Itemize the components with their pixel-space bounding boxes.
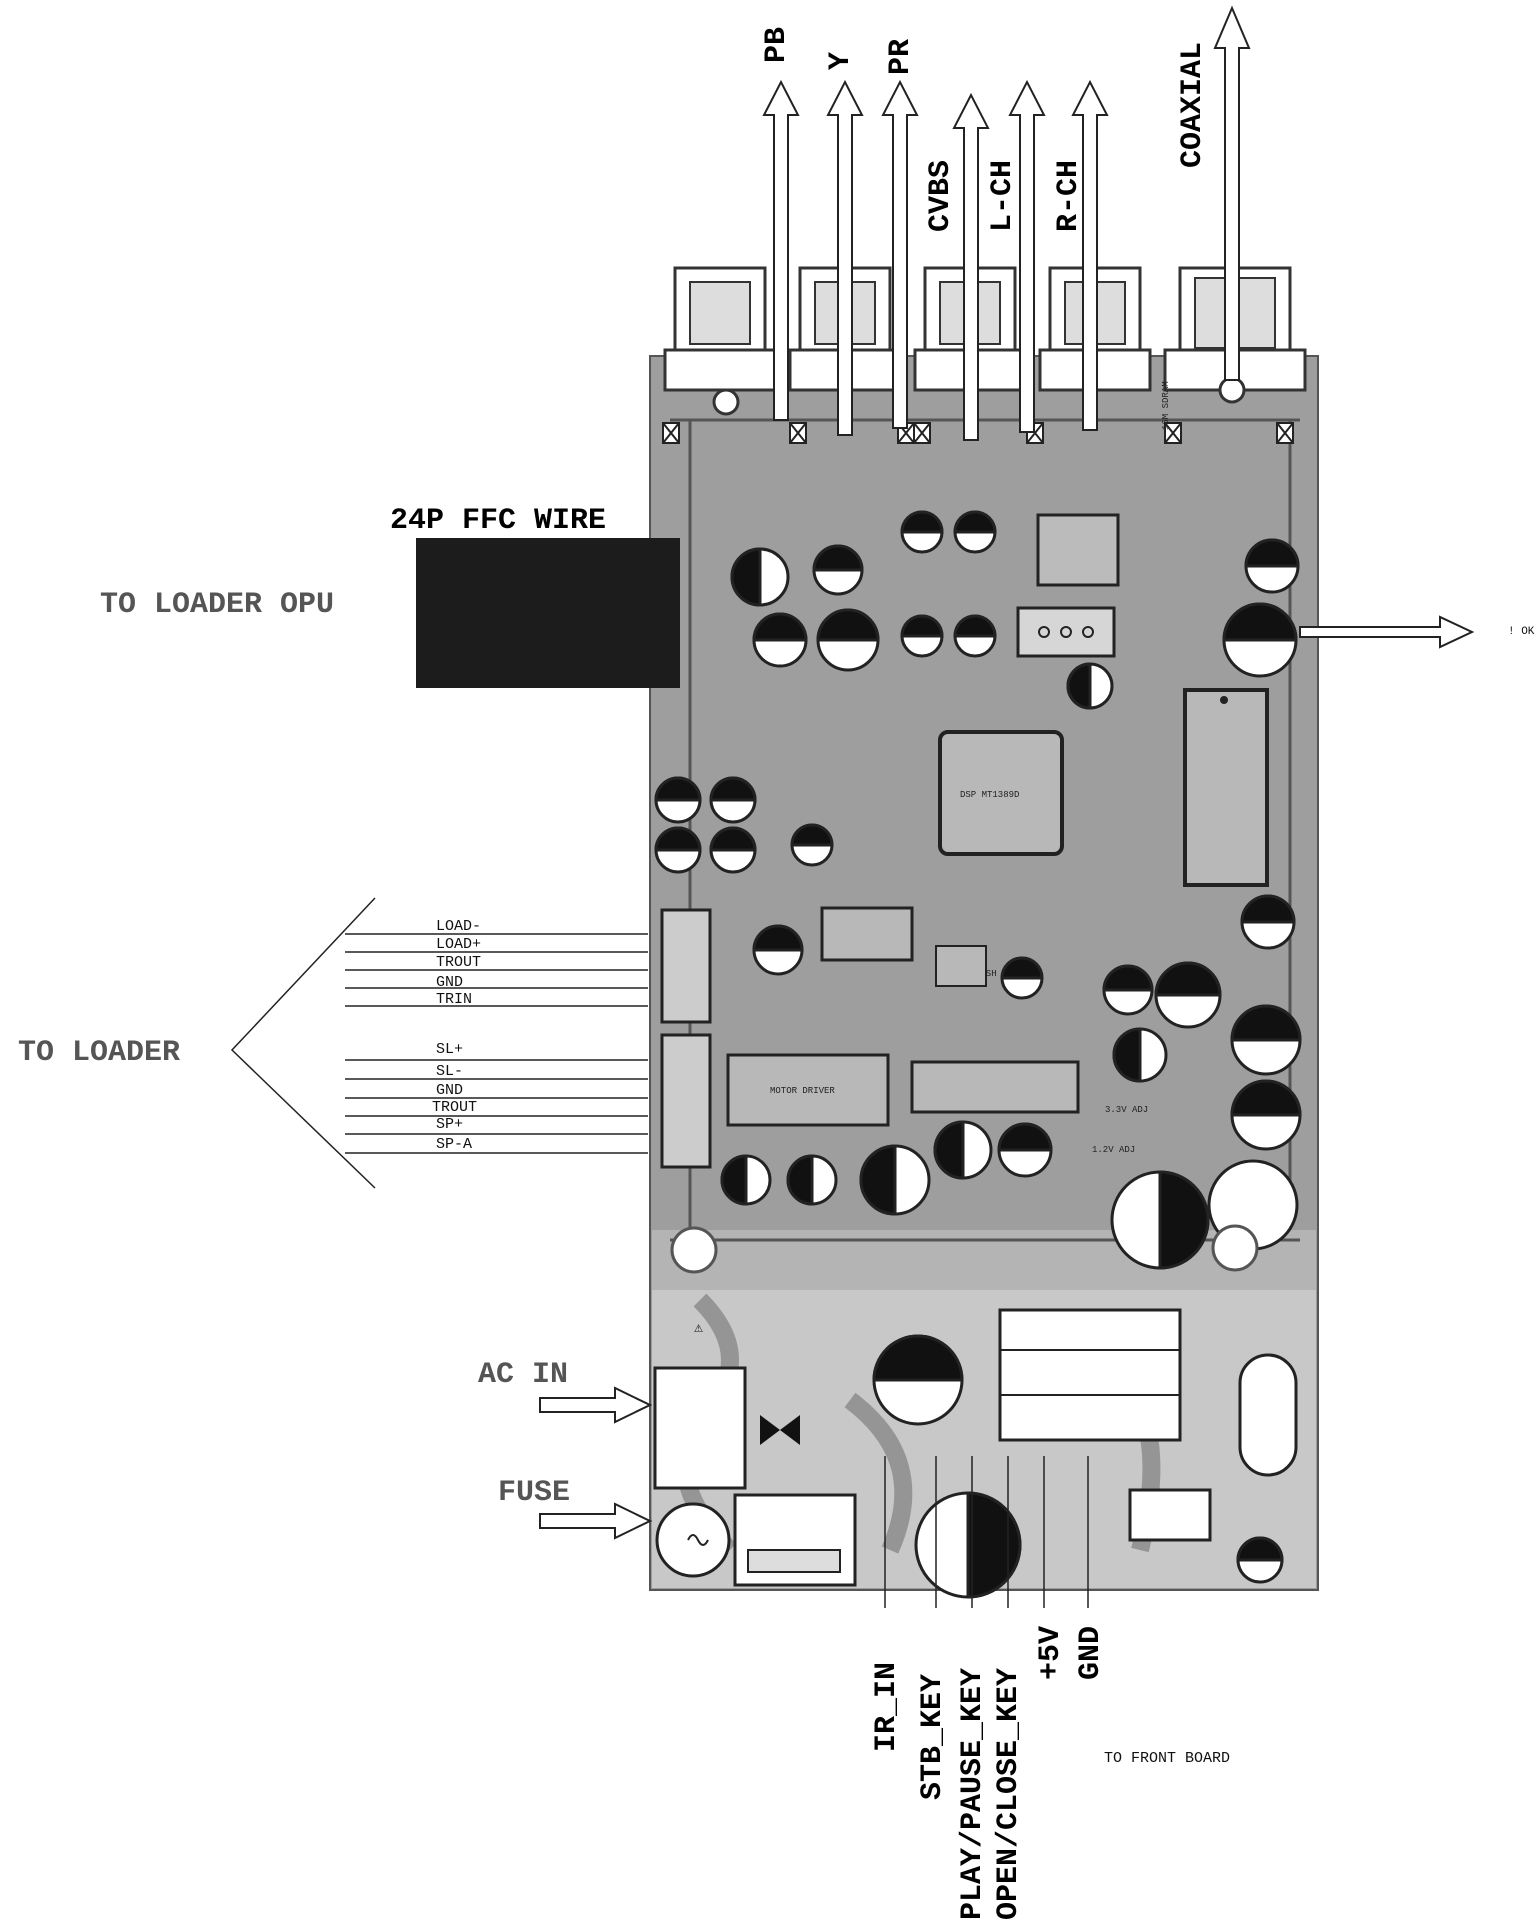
loader-wires bbox=[230, 897, 648, 1189]
label-coaxial: COAXIAL bbox=[1176, 42, 1210, 168]
fuse-label: FUSE bbox=[498, 1476, 570, 1510]
loader-pin-labels-group1: LOAD- LOAD+ TROUT GND TRIN bbox=[436, 918, 481, 1008]
pin-gnd-front: GND bbox=[1074, 1626, 1108, 1680]
pin-stb-key: STB_KEY bbox=[916, 1674, 950, 1800]
ac-in-arrow bbox=[539, 1386, 653, 1424]
pin-sp-plus: SP+ bbox=[436, 1116, 463, 1133]
label-y: Y bbox=[824, 52, 858, 70]
pin-plus-5v: +5V bbox=[1034, 1626, 1068, 1680]
dsp-chip bbox=[938, 730, 1064, 856]
sdram-chip bbox=[1183, 688, 1269, 887]
pin-trout: TROUT bbox=[436, 954, 481, 971]
right-arrow-label: ! OK bbox=[1508, 626, 1535, 638]
top-output-labels: PB Y PR CVBS L-CH R-CH COAXIAL bbox=[760, 27, 1210, 232]
loader-pin-labels-group2: SL+ SL- GND TROUT SP+ SP-A bbox=[432, 1041, 477, 1153]
ffc-connector bbox=[416, 538, 680, 688]
front-board-leads bbox=[884, 1456, 1089, 1608]
motor-driver-label: MOTOR DRIVER bbox=[770, 1086, 835, 1096]
ics: DSP MT1389D 16M SDRAM MOTOR DRIVER 16M F… bbox=[653, 381, 1298, 1587]
fuse-arrow bbox=[539, 1502, 653, 1540]
pin-open-close-key: OPEN/CLOSE_KEY bbox=[992, 1668, 1026, 1920]
to-loader-label: TO LOADER bbox=[18, 1036, 180, 1070]
label-pr: PR bbox=[884, 39, 918, 75]
label-lch: L-CH bbox=[986, 160, 1020, 232]
pin-ir-in: IR_IN bbox=[870, 1662, 904, 1752]
v12-adj-label: 1.2V ADJ bbox=[1092, 1145, 1135, 1155]
ffc-wire-label: 24P FFC WIRE bbox=[390, 504, 606, 538]
pin-gnd: GND bbox=[436, 974, 463, 991]
front-board-pin-labels: IR_IN STB_KEY PLAY/PAUSE_KEY OPEN/CLOSE_… bbox=[870, 1626, 1108, 1920]
pin-sl-plus: SL+ bbox=[436, 1041, 463, 1058]
pin-load-plus: LOAD+ bbox=[436, 936, 481, 953]
loader-opu-label: TO LOADER OPU bbox=[100, 588, 334, 622]
ac-in-label: AC IN bbox=[478, 1358, 568, 1392]
pin-sp-a: SP-A bbox=[436, 1136, 472, 1153]
pin-gnd-2: GND bbox=[436, 1082, 463, 1099]
pin-load-minus: LOAD- bbox=[436, 918, 481, 935]
to-front-board-label: TO FRONT BOARD bbox=[1104, 1750, 1230, 1767]
pin-trin: TRIN bbox=[436, 991, 472, 1008]
pin-trout-2: TROUT bbox=[432, 1099, 477, 1116]
v33-adj-label: 3.3V ADJ bbox=[1105, 1105, 1148, 1115]
rca-jack-pb bbox=[663, 266, 777, 392]
label-pb: PB bbox=[760, 27, 794, 63]
sdram-chip-label: 16M SDRAM bbox=[1161, 381, 1171, 430]
dsp-chip-label: DSP MT1389D bbox=[960, 790, 1019, 800]
warning-icon: ⚠ bbox=[694, 1320, 703, 1337]
pin-sl-minus: SL- bbox=[436, 1063, 463, 1080]
label-rch: R-CH bbox=[1052, 160, 1086, 232]
label-cvbs: CVBS bbox=[924, 160, 958, 232]
top-output-arrows bbox=[762, 5, 1475, 649]
capacitors bbox=[654, 510, 1302, 1599]
pin-play-pause-key: PLAY/PAUSE_KEY bbox=[956, 1668, 990, 1920]
motor-driver-chip bbox=[726, 1053, 890, 1127]
